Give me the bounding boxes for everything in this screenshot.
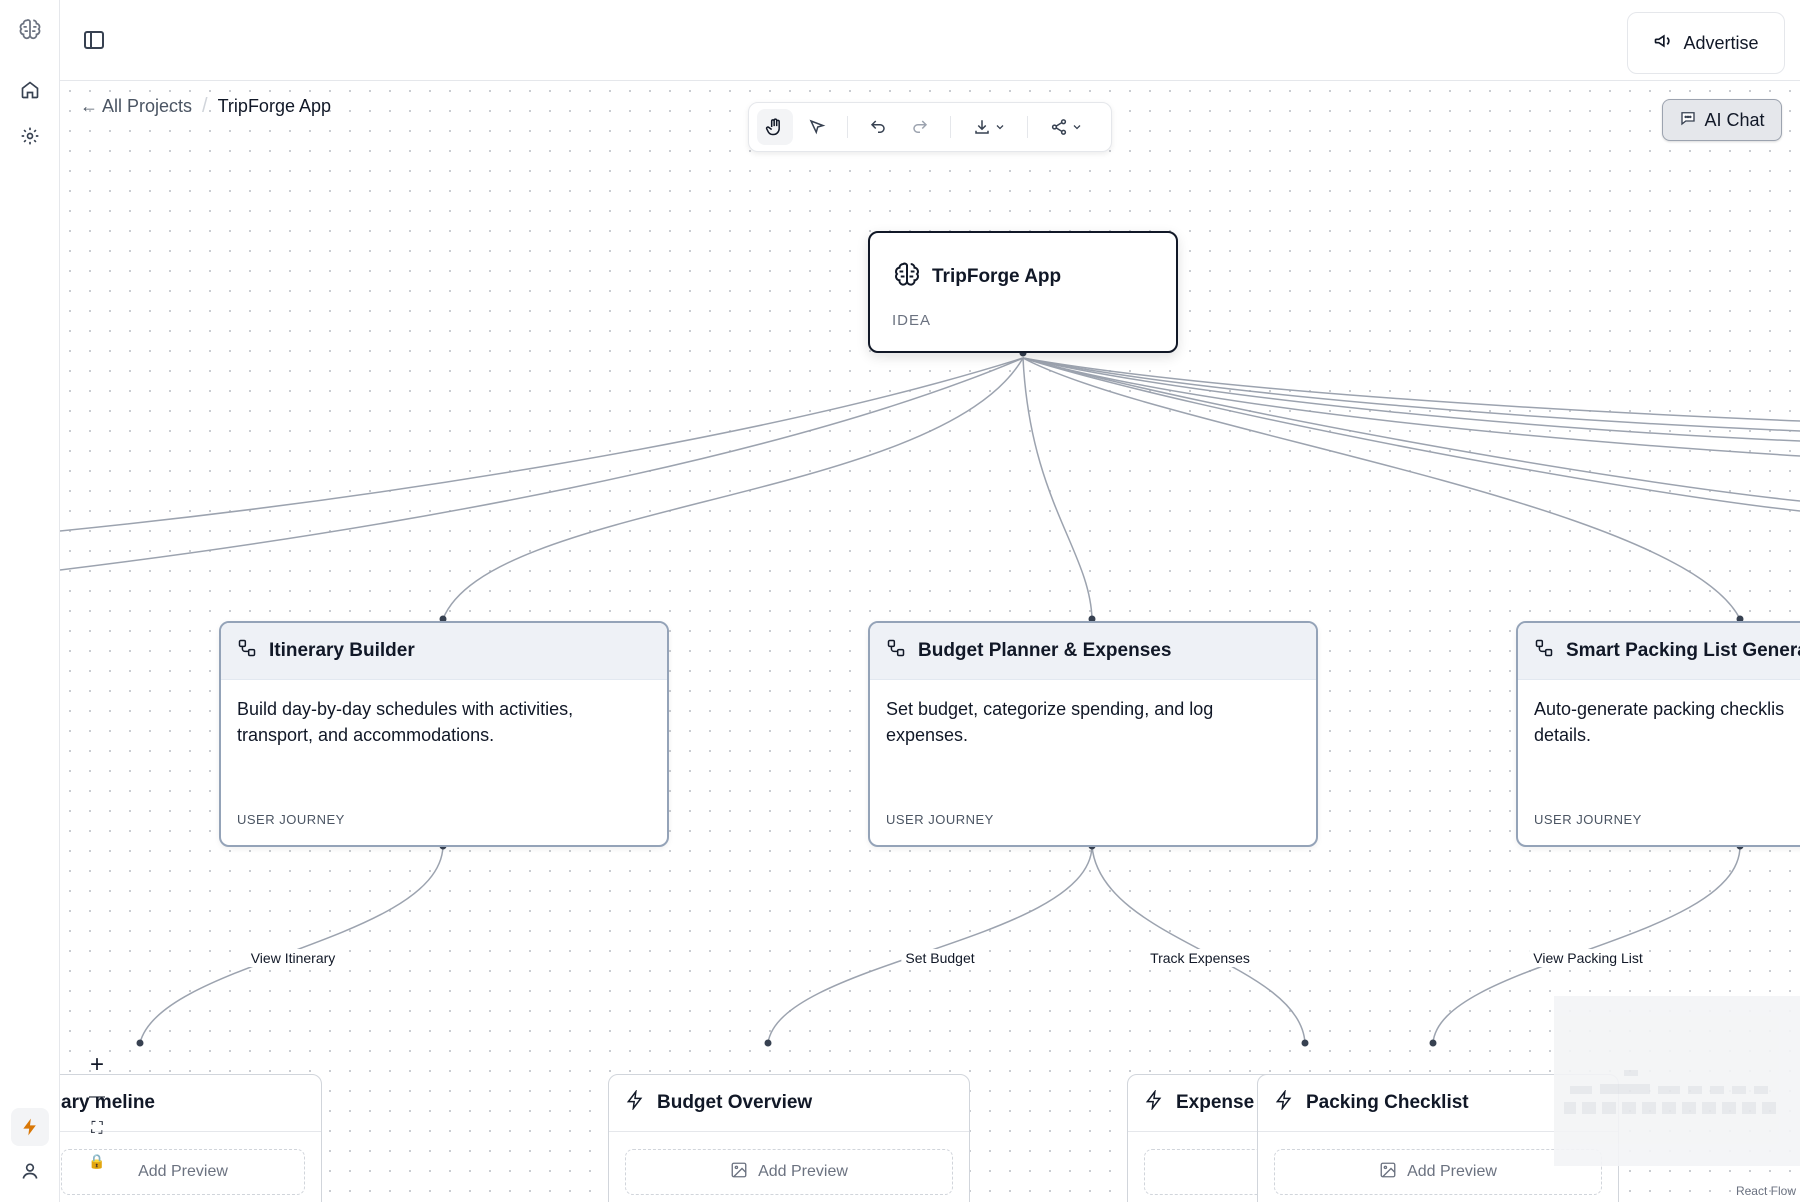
edge xyxy=(1022,357,1800,422)
edge xyxy=(1022,357,1093,620)
brain-icon[interactable] xyxy=(17,16,43,42)
add-preview-label: Add Preview xyxy=(1407,1163,1497,1180)
home-icon[interactable] xyxy=(17,77,43,103)
advertise-label: Advertise xyxy=(1683,32,1759,53)
add-preview-button[interactable]: Add Preview xyxy=(61,1149,305,1195)
fit-view-button[interactable]: ⛶ xyxy=(91,1120,103,1137)
feature-title: ary meline xyxy=(61,1092,155,1113)
edge xyxy=(1022,357,1741,620)
idea-kind: IDEA xyxy=(892,312,932,329)
hand-tool-button[interactable] xyxy=(757,109,793,145)
bolt-icon[interactable] xyxy=(11,1108,49,1146)
megaphone-icon xyxy=(1653,31,1673,56)
journey-title: Itinerary Builder xyxy=(269,640,415,661)
idea-node[interactable]: TripForge App IDEA xyxy=(868,231,1178,353)
journey-description: Build day-by-day schedules with activiti… xyxy=(237,699,574,745)
image-icon xyxy=(1379,1161,1397,1184)
flow-icon xyxy=(237,638,257,664)
flow-icon xyxy=(886,638,906,664)
edge-label[interactable]: View Itinerary xyxy=(246,949,340,967)
canvas-toolbar xyxy=(748,102,1112,152)
user-icon[interactable] xyxy=(17,1158,43,1184)
back-to-projects-link[interactable]: ← All Projects xyxy=(80,96,193,116)
download-icon xyxy=(974,120,989,134)
edge xyxy=(442,357,1024,620)
image-icon xyxy=(730,1161,748,1184)
edge-label[interactable]: View Packing List xyxy=(1529,949,1647,967)
left-rail xyxy=(0,0,60,1202)
feature-node-budget-overview[interactable]: Budget Overview Add Preview xyxy=(608,1074,970,1202)
lock-button[interactable]: 🔒 xyxy=(88,1152,106,1169)
feature-node-timeline[interactable]: ary meline Add Preview xyxy=(60,1074,322,1202)
edge-label[interactable]: Set Budget xyxy=(901,949,979,967)
edge xyxy=(1091,845,1306,1044)
undo-button[interactable] xyxy=(860,109,896,145)
feature-title: Packing Checklist xyxy=(1306,1092,1469,1113)
journey-title: Smart Packing List Genera xyxy=(1566,640,1800,661)
undo-icon xyxy=(870,120,885,133)
flow-icon xyxy=(1534,638,1554,664)
redo-button[interactable] xyxy=(902,109,938,145)
journey-kind: USER JOURNEY xyxy=(886,812,994,827)
hand-icon xyxy=(765,118,780,136)
gear-icon[interactable] xyxy=(17,123,43,149)
toolbar-divider xyxy=(847,116,848,138)
chevron-down-icon xyxy=(996,125,1003,130)
toolbar-divider xyxy=(950,116,951,138)
bolt-icon xyxy=(1144,1088,1164,1116)
edge xyxy=(60,357,1024,532)
journey-kind: USER JOURNEY xyxy=(1534,812,1642,827)
minimap[interactable] xyxy=(1554,996,1800,1166)
download-menu-button[interactable] xyxy=(963,109,1015,145)
edge-label[interactable]: Track Expenses xyxy=(1146,949,1254,967)
minimap-nodes xyxy=(1564,1070,1776,1114)
journey-description: Set budget, categorize spending, and log… xyxy=(886,699,1214,745)
edge xyxy=(1022,357,1800,442)
journey-node-itinerary[interactable]: Itinerary Builder Build day-by-day sched… xyxy=(219,621,669,847)
idea-title: TripForge App xyxy=(932,266,1062,287)
react-flow-attribution[interactable]: React Flow xyxy=(1735,1184,1796,1198)
add-preview-label: Add Preview xyxy=(758,1163,848,1180)
pointer-icon xyxy=(809,119,826,135)
edge xyxy=(60,357,1024,571)
edge xyxy=(139,845,444,1044)
edge xyxy=(1022,357,1800,512)
select-tool-button[interactable] xyxy=(799,109,835,145)
chevron-down-icon xyxy=(1073,125,1080,130)
feature-title: Expense xyxy=(1176,1092,1255,1113)
add-preview-button[interactable]: Add Preview xyxy=(1274,1149,1602,1195)
zoom-in-button[interactable]: + xyxy=(89,1051,104,1078)
sidebar-toggle-icon[interactable] xyxy=(82,28,106,52)
edge xyxy=(767,845,1093,1044)
edge xyxy=(1022,357,1800,457)
bolt-icon xyxy=(1274,1088,1294,1116)
edge xyxy=(1022,357,1800,432)
ai-chat-label: AI Chat xyxy=(1704,109,1765,130)
journey-kind: USER JOURNEY xyxy=(237,812,345,827)
feature-title: Budget Overview xyxy=(657,1092,813,1113)
journey-title: Budget Planner & Expenses xyxy=(918,640,1172,661)
bolt-icon xyxy=(625,1088,645,1116)
chat-bubble-icon xyxy=(1679,109,1697,132)
ai-chat-button[interactable]: AI Chat xyxy=(1662,99,1782,141)
advertise-button[interactable]: Advertise xyxy=(1627,12,1785,74)
add-preview-label: Add Preview xyxy=(138,1163,228,1180)
toolbar-divider xyxy=(1027,116,1028,138)
journey-description: Auto-generate packing checklis details. xyxy=(1534,699,1785,745)
breadcrumb-current: TripForge App xyxy=(217,96,331,116)
flow-canvas[interactable]: ← All Projects / TripForge App xyxy=(60,81,1800,1202)
add-preview-button[interactable]: Add Preview xyxy=(625,1149,953,1195)
share-menu-button[interactable] xyxy=(1040,109,1092,145)
zoom-controls: + — ⛶ 🔒 xyxy=(80,1049,114,1177)
breadcrumb: ← All Projects / TripForge App xyxy=(80,95,331,118)
top-bar: Advertise xyxy=(60,0,1800,81)
breadcrumb-separator: / xyxy=(202,95,208,117)
redo-icon xyxy=(913,120,928,133)
journey-node-packing[interactable]: Smart Packing List Genera Auto-generate … xyxy=(1516,621,1800,847)
journey-node-budget[interactable]: Budget Planner & Expenses Set budget, ca… xyxy=(868,621,1318,847)
edge xyxy=(1022,357,1800,502)
zoom-out-button[interactable]: — xyxy=(89,1088,105,1105)
share-icon xyxy=(1051,119,1066,135)
brain-icon xyxy=(892,259,922,295)
